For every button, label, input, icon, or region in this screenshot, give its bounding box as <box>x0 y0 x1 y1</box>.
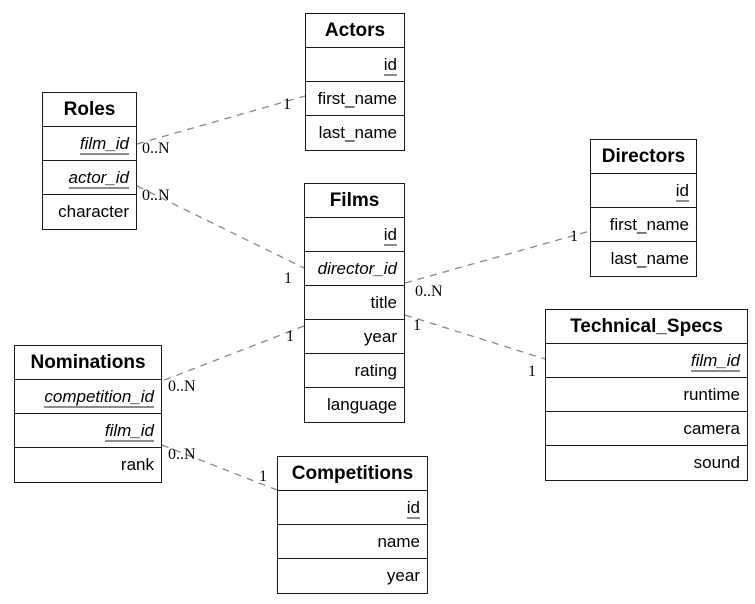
field-directors-first-name: first_name <box>609 215 689 234</box>
field-row: actor_id <box>43 161 136 195</box>
entity-directors: Directors id first_name last_name <box>590 139 697 277</box>
field-technical-specs-sound: sound <box>693 453 740 472</box>
field-nominations-competition-id: competition_id <box>44 387 154 408</box>
field-films-language: language <box>327 395 397 414</box>
cardinality-label-roles-films-from: 0..N <box>142 187 170 204</box>
relation-line-films-directors <box>404 230 591 284</box>
field-row: id <box>306 48 404 82</box>
entity-roles: Roles film_id actor_id character <box>42 92 137 230</box>
field-actors-last-name: last_name <box>318 123 397 142</box>
entity-nominations: Nominations competition_id film_id rank <box>14 345 162 483</box>
field-competitions-id: id <box>406 498 420 519</box>
entity-directors-title: Directors <box>591 140 696 174</box>
field-row: first_name <box>591 208 696 242</box>
field-row: language <box>305 388 404 422</box>
field-roles-character: character <box>58 202 129 221</box>
entity-actors: Actors id first_name last_name <box>305 13 405 151</box>
field-row: first_name <box>306 82 404 116</box>
field-row: film_id <box>15 414 161 448</box>
field-directors-id: id <box>675 181 689 202</box>
field-actors-first-name: first_name <box>317 89 397 108</box>
cardinality-label-films-technical-specs-to: 1 <box>528 363 536 380</box>
entity-nominations-title: Nominations <box>15 346 161 380</box>
entity-technical-specs-title: Technical_Specs <box>546 310 747 344</box>
field-row: character <box>43 195 136 229</box>
entity-films-title: Films <box>305 184 404 218</box>
cardinality-label-roles-actors-to: 1 <box>283 96 291 113</box>
field-row: title <box>305 286 404 320</box>
field-films-director-id: director_id <box>317 259 397 278</box>
cardinality-label-films-nominations-to: 0..N <box>168 378 196 395</box>
cardinality-label-roles-actors-from: 0..N <box>142 140 170 157</box>
cardinality-label-films-technical-specs-from: 1 <box>413 317 421 334</box>
field-row: id <box>305 218 404 252</box>
field-row: last_name <box>591 242 696 276</box>
field-films-year: year <box>363 327 397 346</box>
field-competitions-year: year <box>386 566 420 585</box>
field-films-rating: rating <box>354 361 397 380</box>
field-row: year <box>278 559 427 593</box>
relation-line-films-technical-specs <box>404 314 546 360</box>
cardinality-label-nominations-competitions-to: 1 <box>259 468 267 485</box>
entity-roles-title: Roles <box>43 93 136 127</box>
relation-line-films-nominations <box>161 325 305 382</box>
cardinality-label-roles-films-to: 1 <box>284 270 292 287</box>
entity-films: Films id director_id title year rating l… <box>304 183 405 423</box>
field-row: runtime <box>546 378 747 412</box>
cardinality-label-films-directors-to: 1 <box>570 228 578 245</box>
field-films-title: title <box>370 293 397 312</box>
field-roles-actor-id: actor_id <box>68 168 129 189</box>
field-directors-last-name: last_name <box>610 249 689 268</box>
field-row: film_id <box>43 127 136 161</box>
field-row: film_id <box>546 344 747 378</box>
field-row: id <box>591 174 696 208</box>
field-technical-specs-film-id: film_id <box>690 351 740 372</box>
cardinality-label-films-directors-from: 0..N <box>415 283 443 300</box>
field-row: year <box>305 320 404 354</box>
entity-competitions: Competitions id name year <box>277 456 428 594</box>
field-row: director_id <box>305 252 404 286</box>
field-row: last_name <box>306 116 404 150</box>
entity-actors-title: Actors <box>306 14 404 48</box>
field-row: id <box>278 491 427 525</box>
relation-line-roles-actors <box>136 95 306 145</box>
cardinality-label-films-nominations-from: 1 <box>286 328 294 345</box>
entity-technical-specs: Technical_Specs film_id runtime camera s… <box>545 309 748 481</box>
cardinality-label-nominations-competitions-from: 0..N <box>168 446 196 463</box>
field-competitions-name: name <box>377 532 420 551</box>
field-nominations-film-id: film_id <box>104 421 154 442</box>
field-films-id: id <box>383 225 397 246</box>
field-actors-id: id <box>383 55 397 76</box>
field-row: name <box>278 525 427 559</box>
field-technical-specs-camera: camera <box>683 419 740 438</box>
field-roles-film-id: film_id <box>79 134 129 155</box>
entity-competitions-title: Competitions <box>278 457 427 491</box>
field-row: camera <box>546 412 747 446</box>
field-row: rank <box>15 448 161 482</box>
field-row: sound <box>546 446 747 480</box>
field-technical-specs-runtime: runtime <box>683 385 740 404</box>
field-row: competition_id <box>15 380 161 414</box>
field-row: rating <box>305 354 404 388</box>
field-nominations-rank: rank <box>120 455 154 474</box>
